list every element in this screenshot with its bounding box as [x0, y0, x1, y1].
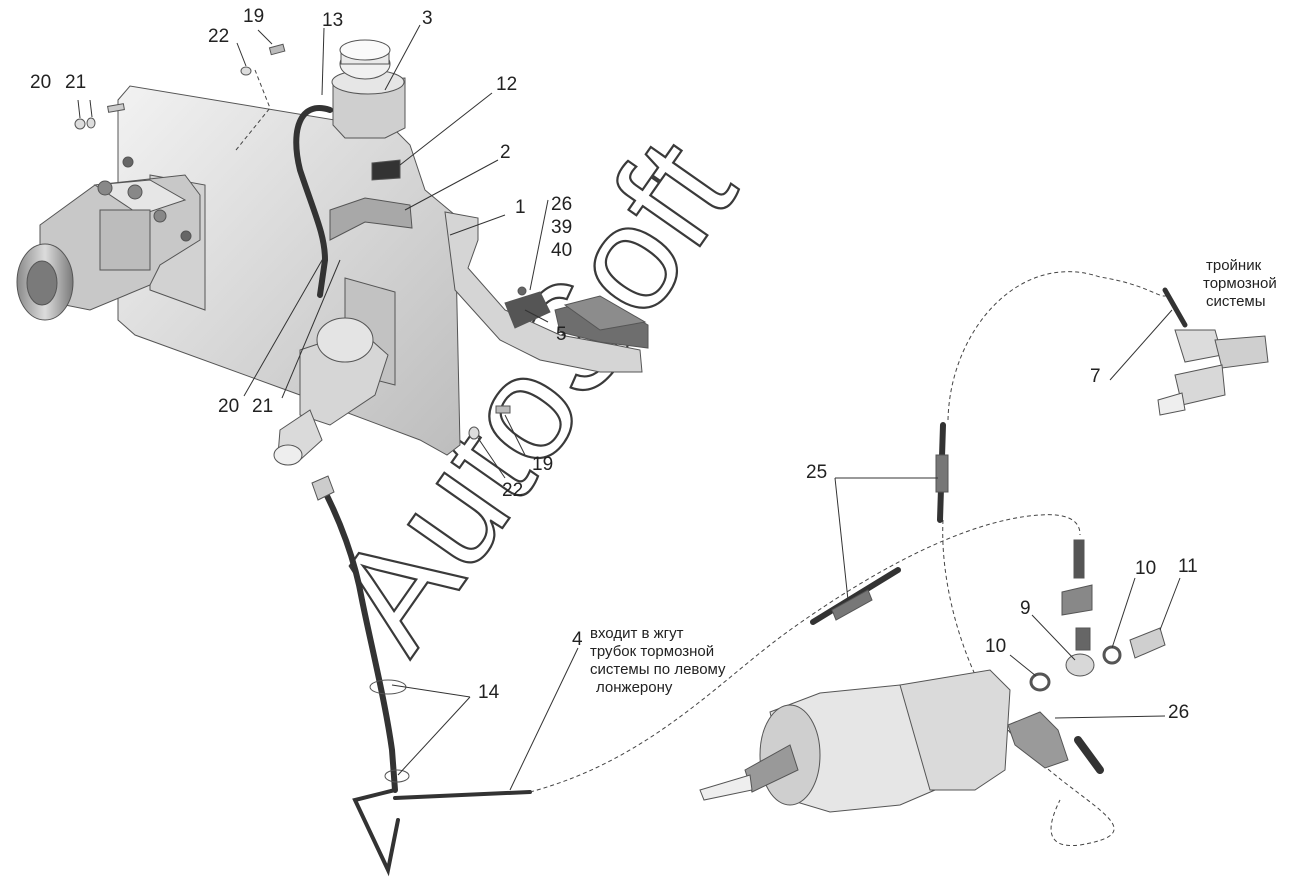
clutch-master-cylinder [273, 277, 396, 466]
callout-4: 4 [572, 629, 583, 650]
harness-note-line-1: входит в жгут [590, 625, 684, 642]
dashed-route-main [529, 514, 1081, 793]
hose-spring-25b [935, 454, 949, 493]
callout-10-left: 10 [985, 636, 1006, 657]
callout-20-left: 20 [30, 72, 51, 93]
hose-spring-25a [831, 589, 873, 621]
leader-lines [77, 24, 1181, 791]
callout-12: 12 [496, 74, 517, 95]
tee-note: тройник тормозной системы [1203, 257, 1277, 310]
callout-25: 25 [806, 462, 827, 483]
callout-10-right: 10 [1135, 558, 1156, 579]
hose-segment-25a [810, 567, 901, 625]
callout-1: 1 [515, 197, 526, 218]
tee-note-line-3: системы [1206, 293, 1266, 310]
tee-note-line-2: тормозной [1203, 275, 1277, 292]
tube-to-harness [393, 790, 532, 800]
callout-5: 5 [556, 324, 567, 345]
dashed-route-upper [947, 271, 1169, 421]
callout-11: 11 [1178, 556, 1198, 577]
callout-7: 7 [1090, 366, 1101, 387]
hose-clamp [369, 679, 407, 695]
callout-19-top: 19 [243, 6, 264, 27]
callout-14: 14 [478, 682, 500, 703]
tee-note-line-1: тройник [1206, 257, 1262, 274]
brake-tee [1157, 287, 1269, 416]
hose-fitting [311, 475, 335, 501]
banjo-fittings [1029, 539, 1166, 692]
callout-21-bottom: 21 [252, 396, 273, 417]
fluid-reservoir [331, 39, 406, 139]
harness-note-line-3: системы по левому [590, 661, 726, 678]
callout-3: 3 [422, 8, 433, 29]
harness-note-line-2: трубок тормозной [590, 643, 714, 660]
callout-26-bottom: 26 [1168, 702, 1189, 723]
callout-40: 40 [551, 240, 572, 261]
callout-19-bottom: 19 [532, 454, 553, 475]
callout-39: 39 [551, 217, 572, 238]
callout-9: 9 [1020, 598, 1031, 619]
callout-numbers: 20 21 22 19 13 3 12 2 1 26 39 40 5 20 21… [30, 6, 1198, 723]
clutch-pedal [444, 211, 649, 373]
callout-13: 13 [322, 10, 343, 31]
callout-20-bottom: 20 [218, 396, 239, 417]
callout-21-left: 21 [65, 72, 86, 93]
hydraulic-hose [319, 483, 398, 793]
hardware-fasteners [74, 43, 511, 440]
master-cylinder-assembly [16, 156, 201, 321]
callout-22-bottom: 22 [502, 480, 523, 501]
bracket [329, 197, 413, 241]
label-plate [371, 159, 401, 181]
callout-26-top: 26 [551, 194, 572, 215]
harness-note-line-4: лонжерону [596, 679, 673, 696]
callout-22-top: 22 [208, 26, 229, 47]
callout-2: 2 [500, 142, 511, 163]
tube-loop [352, 788, 400, 877]
harness-note: входит в жгут трубок тормозной системы п… [590, 625, 726, 696]
hose-clamp-lower [384, 769, 410, 783]
dashed-route-lower [942, 519, 1115, 846]
clutch-slave-cylinder [699, 669, 1104, 813]
reservoir-hose [293, 105, 333, 298]
